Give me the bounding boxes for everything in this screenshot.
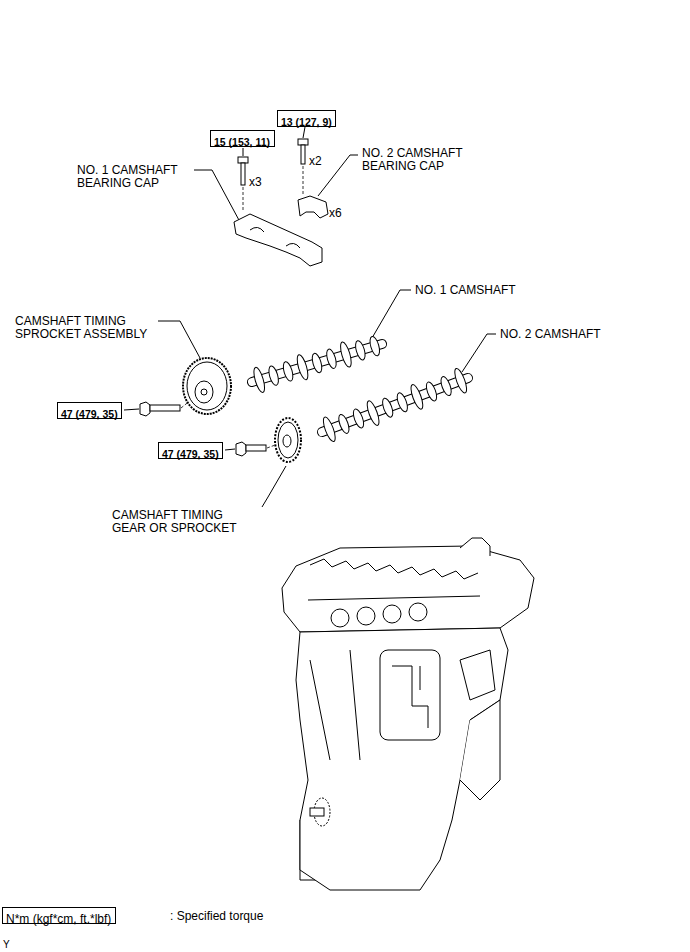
quantity: x2	[309, 155, 322, 168]
leader-line	[318, 155, 358, 196]
torque-value: 47 (479, 35)	[61, 408, 118, 421]
leader-line	[262, 466, 286, 507]
cam-lobe	[321, 416, 338, 443]
cam-lobe	[310, 352, 323, 373]
cam-lobe	[337, 413, 351, 435]
part-name: NO. 2 CAMSHAFT BEARING CAP	[362, 147, 487, 173]
cap-detail	[250, 227, 300, 248]
bolt-shank	[246, 445, 266, 451]
legend-unit-box: N*m (kgf*cm, ft.*lbf)	[2, 907, 116, 924]
torque-box: 15 (153, 11)	[210, 130, 275, 147]
cam-lobe	[267, 365, 280, 386]
figure-code: Y	[3, 938, 10, 951]
dashed-line	[303, 166, 304, 196]
leader-line	[158, 321, 200, 358]
torque-value: 47 (479, 35)	[162, 448, 219, 461]
engine-block	[282, 538, 534, 890]
camshaft	[321, 367, 469, 443]
bolt-head	[238, 157, 248, 163]
cam-lobe	[368, 335, 381, 356]
bolts	[140, 139, 308, 456]
torque-box: 13 (127, 9)	[277, 110, 336, 127]
bolt-shank	[150, 405, 180, 411]
leader-line	[372, 290, 411, 338]
dashed-line	[243, 187, 244, 212]
cam-lobe	[338, 341, 353, 368]
bolt-head	[236, 442, 246, 456]
quantity: x6	[329, 207, 342, 220]
camshaft	[252, 335, 382, 393]
cam-lobe	[452, 367, 469, 394]
leader-line	[243, 148, 244, 156]
cam-lobe	[395, 392, 409, 414]
torque-box: 47 (479, 35)	[158, 442, 223, 459]
timing-sprocket	[183, 358, 231, 414]
part-name: CAMSHAFT TIMING GEAR OR SPROCKET	[112, 509, 252, 535]
leader-line	[462, 334, 496, 372]
cam-lobe	[439, 375, 453, 397]
leader-lines	[124, 127, 496, 507]
unit-text: N*m (kgf*cm, ft.*lbf)	[6, 913, 111, 926]
cam-lobe	[351, 408, 365, 430]
cam-lobe	[409, 383, 426, 410]
leader-line	[225, 449, 235, 450]
cam-lobe	[295, 354, 310, 381]
torque-value: 13 (127, 9)	[281, 116, 332, 129]
cam-lobe	[365, 400, 382, 427]
torque-value: 15 (153, 11)	[214, 136, 270, 149]
leader-line	[124, 409, 139, 410]
bolt-shank	[241, 163, 245, 185]
leader-line	[194, 170, 240, 222]
bearing-cap-1	[234, 214, 322, 266]
cam-lobe	[354, 340, 367, 361]
bearing-cap-2	[298, 196, 328, 218]
bolt-head	[140, 402, 150, 416]
part-name: NO. 2 CAMSHAFT	[500, 328, 601, 341]
legend-text: : Specified torque	[170, 910, 263, 923]
torque-box: 47 (479, 35)	[57, 402, 122, 419]
cam-lobe	[252, 366, 267, 393]
part-name: NO. 1 CAMSHAFT BEARING CAP	[77, 164, 195, 190]
assembly-lines	[181, 166, 303, 448]
cam-lobe	[325, 348, 338, 369]
part-name: CAMSHAFT TIMING SPROCKET ASSEMBLY	[15, 315, 157, 341]
bolt-shank	[301, 145, 305, 164]
timing-gear	[275, 418, 301, 462]
cam-lobe	[380, 397, 394, 419]
cam-lobe	[424, 381, 438, 403]
bolt-head	[298, 139, 308, 145]
quantity: x3	[249, 176, 262, 189]
part-name: NO. 1 CAMSHAFT	[415, 284, 516, 297]
cam-lobe	[281, 361, 294, 382]
